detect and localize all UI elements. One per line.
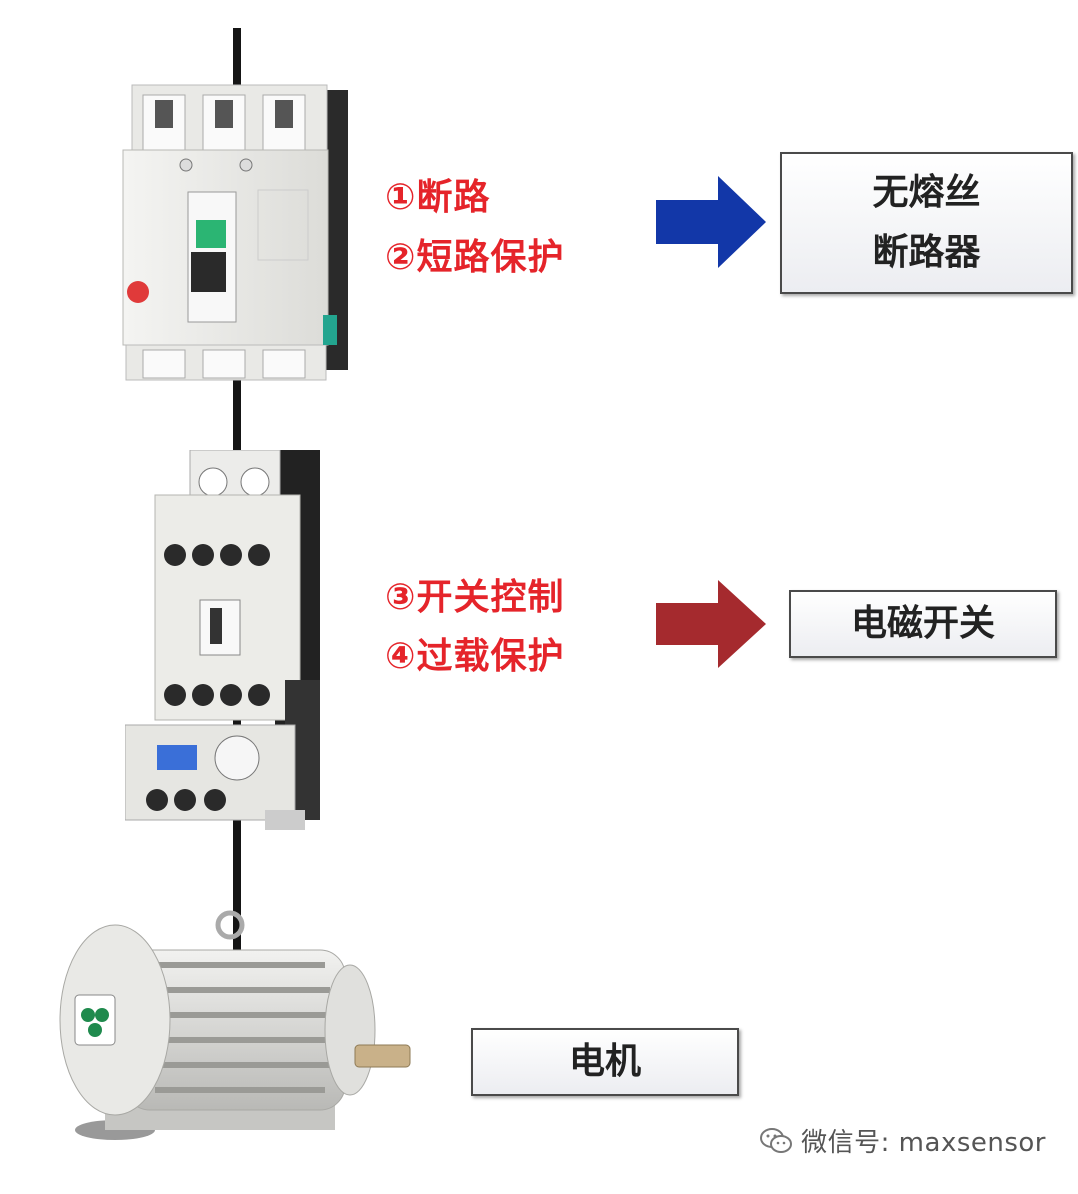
red-right-arrow-icon <box>656 580 766 668</box>
breaker-label-box: 无熔丝 断路器 <box>780 152 1073 294</box>
contactor-label-box: 电磁开关 <box>789 590 1057 658</box>
watermark: 微信号: maxsensor <box>759 1122 1046 1159</box>
contactor-name: 电磁开关 <box>850 603 995 644</box>
wechat-logo-icon <box>760 1127 793 1153</box>
circuit-breaker-image <box>122 84 348 381</box>
motor-name: 电机 <box>568 1041 641 1082</box>
breaker-feature-2: ②短路保护 <box>385 237 565 278</box>
breaker-name: 无熔丝 断路器 <box>872 172 981 273</box>
blue-right-arrow-icon <box>656 176 766 268</box>
breaker-feature-1: ①断路 <box>385 177 491 218</box>
contactor-feature-2: ④过载保护 <box>385 636 565 677</box>
motor-label-box: 电机 <box>471 1028 739 1096</box>
contactor-feature-1: ③开关控制 <box>385 577 565 618</box>
watermark-text: 微信号: maxsensor <box>801 1128 1046 1158</box>
motor-image <box>59 910 411 1140</box>
magnetic-contactor-image <box>125 450 320 830</box>
